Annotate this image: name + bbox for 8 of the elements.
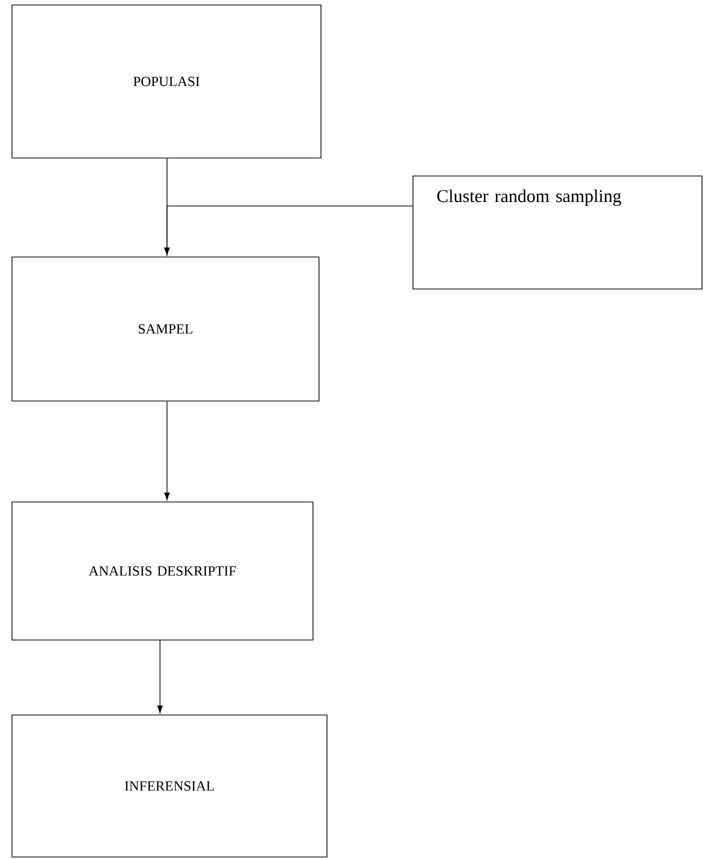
arrow xyxy=(157,640,163,714)
arrow xyxy=(164,401,170,500)
arrow xyxy=(164,206,413,256)
process-box: POPULASI xyxy=(12,4,322,158)
process-box: ANALISIS DESKRIPTIF xyxy=(12,502,314,640)
process-box: INFERENSIAL xyxy=(12,714,328,858)
process-box: SAMPEL xyxy=(12,256,320,402)
note-box: Cluster random sampling xyxy=(412,176,702,290)
